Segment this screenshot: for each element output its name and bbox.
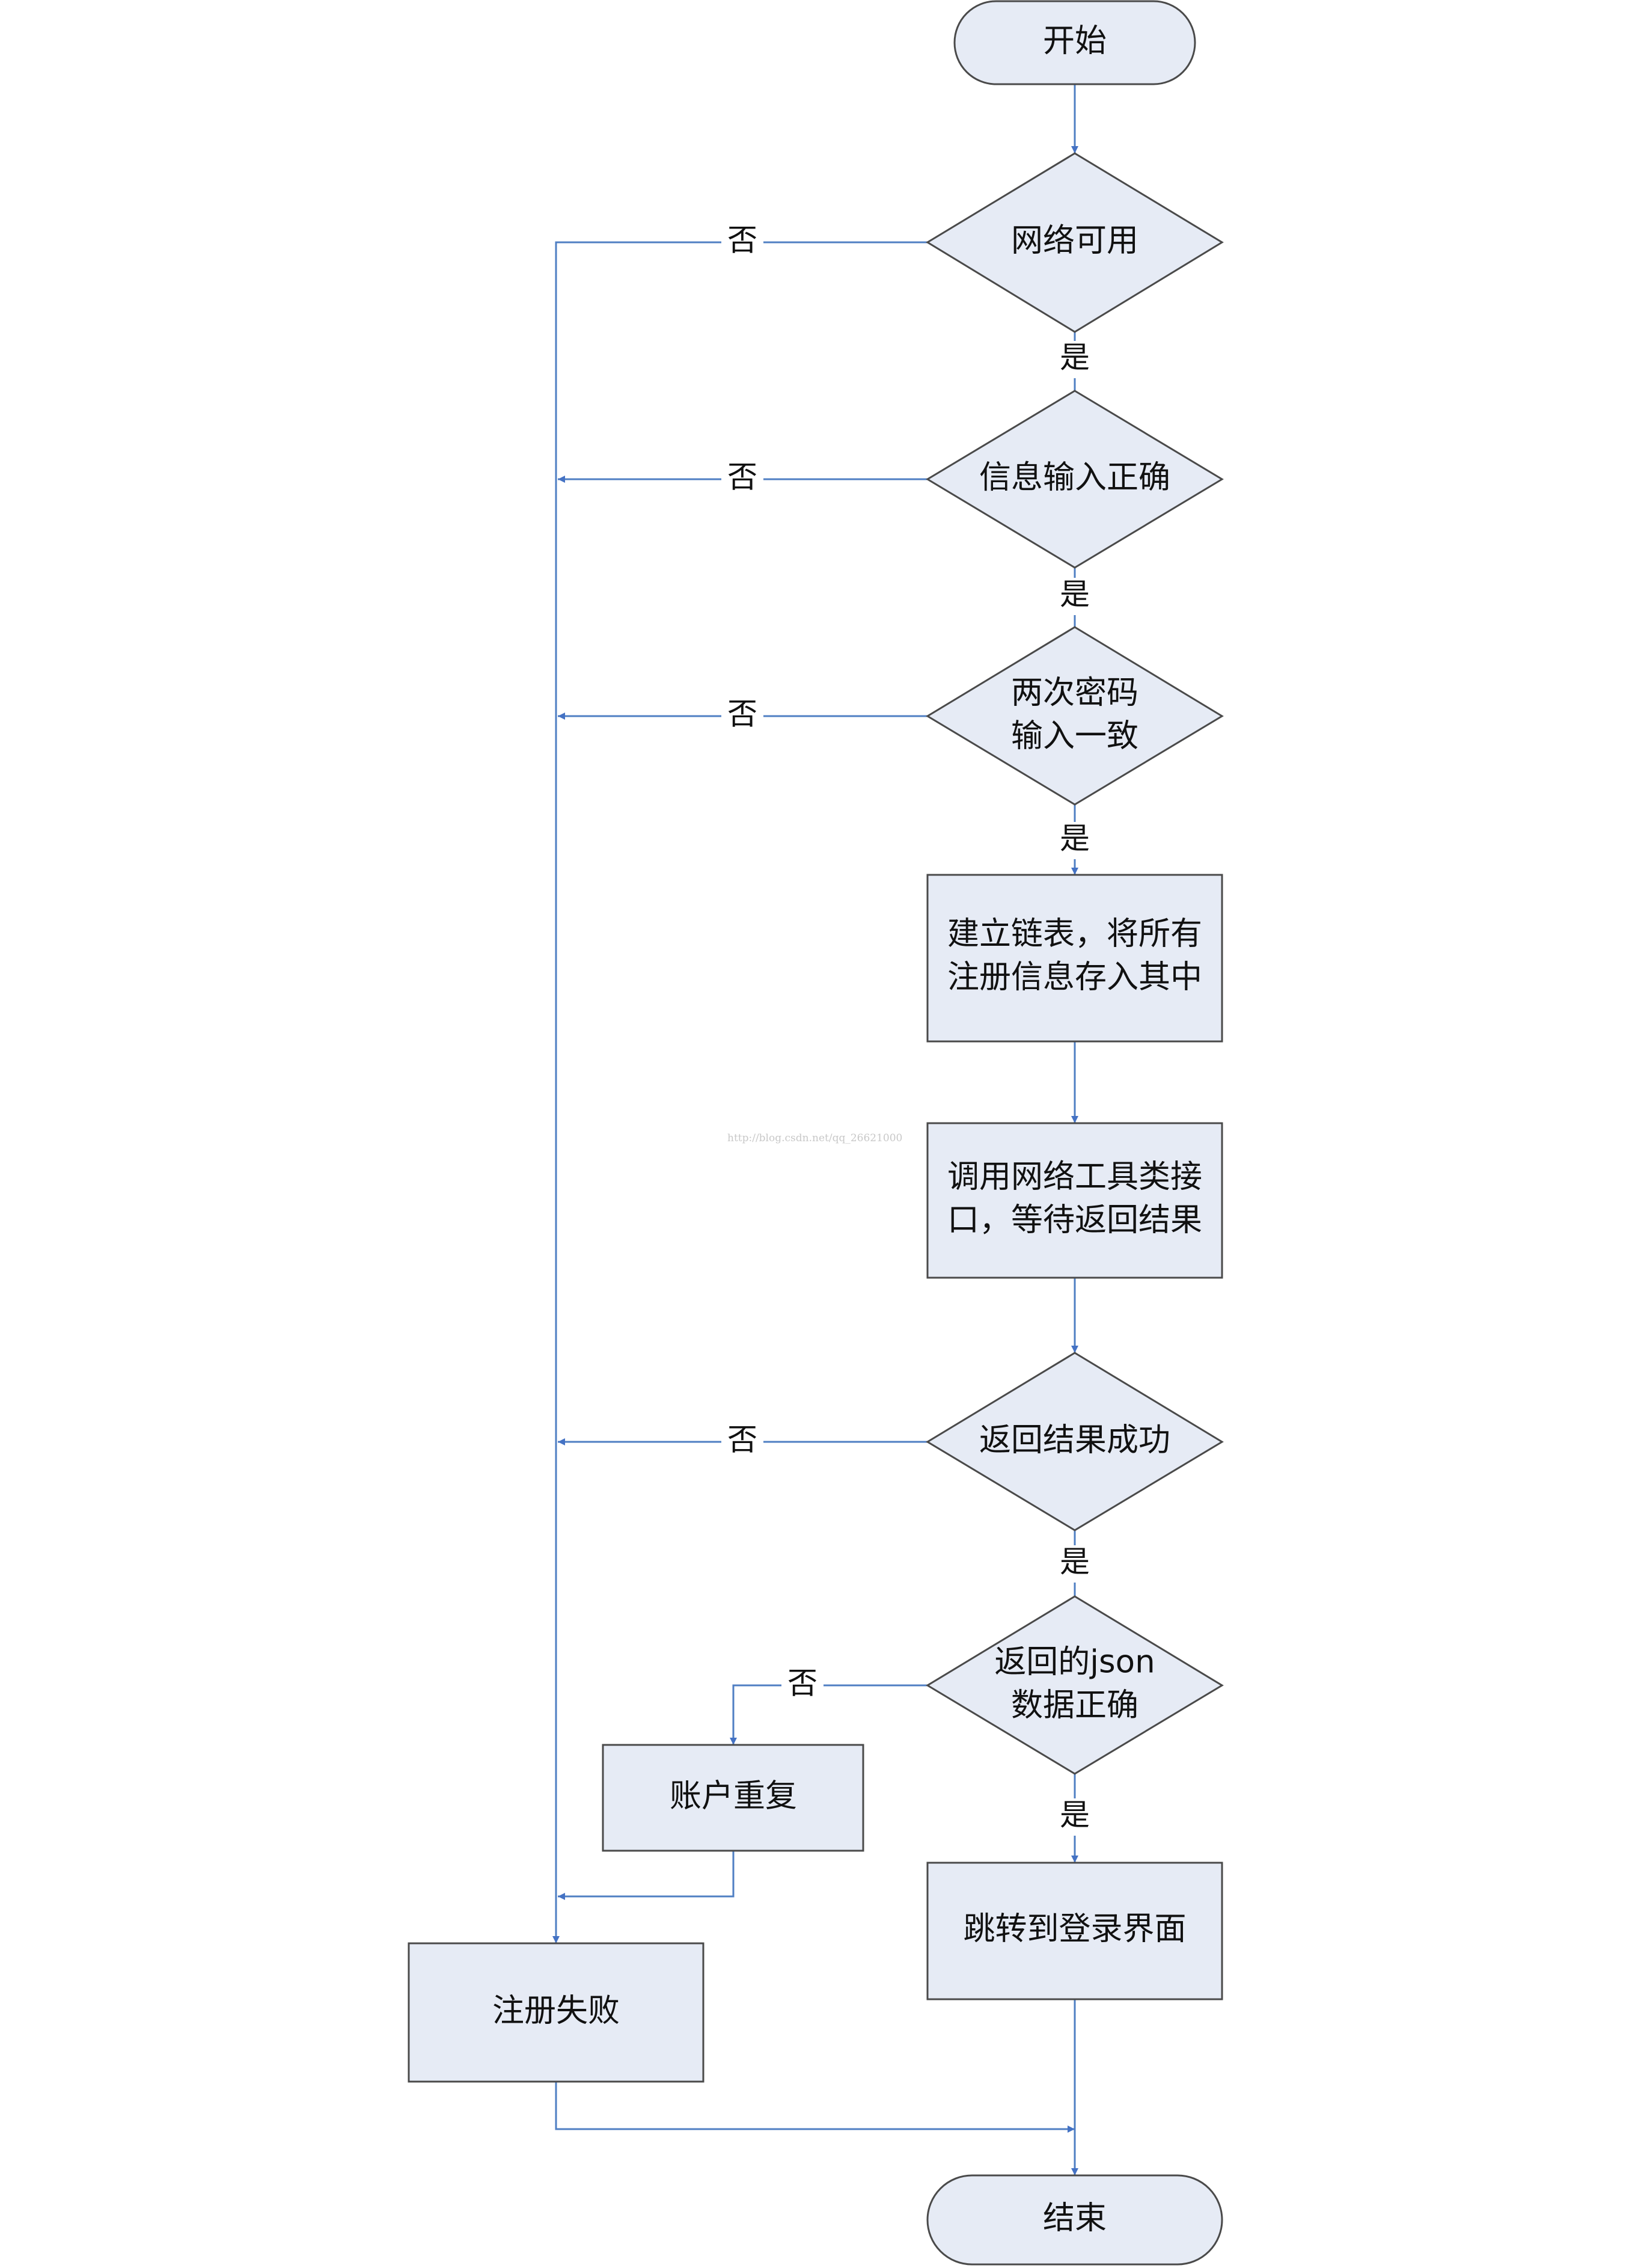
label-network-no: 否 (727, 223, 757, 258)
watermark: http://blog.csdn.net/qq_26621000 (727, 1132, 902, 1144)
decision-network-text: 网络可用 (1011, 222, 1138, 259)
start-text: 开始 (1043, 23, 1107, 60)
label-info-yes: 是 (1060, 577, 1090, 612)
process-register-fail-text: 注册失败 (492, 1993, 620, 2029)
process-call-api: 调用网络工具类接 口，等待返回结果 (926, 1122, 1223, 1279)
process-goto-login-text: 跳转到登录界面 (964, 1911, 1187, 1948)
process-goto-login: 跳转到登录界面 (926, 1862, 1223, 2000)
decision-network: 网络可用 (926, 152, 1224, 333)
decision-password-text-2: 输入一致 (1011, 718, 1138, 755)
decision-info: 信息输入正确 (926, 390, 1224, 569)
process-call-api-text-2: 口，等待返回结果 (947, 1202, 1202, 1239)
process-register-fail: 注册失败 (408, 1942, 704, 2083)
label-json-yes: 是 (1060, 1798, 1090, 1833)
process-build-list-text-1: 建立链表，将所有 (947, 916, 1202, 952)
decision-result-text: 返回结果成功 (979, 1422, 1170, 1459)
arrow-network-no (552, 241, 928, 1943)
label-result-no: 否 (727, 1423, 757, 1457)
process-build-list-text-2: 注册信息存入其中 (947, 959, 1202, 996)
process-account-duplicate: 账户重复 (602, 1744, 864, 1852)
end-node: 结束 (926, 2174, 1223, 2266)
edge-labels: 否 是 否 是 否 是 否 是 否 是 (721, 223, 1096, 1836)
label-network-yes: 是 (1060, 340, 1090, 375)
label-json-no: 否 (787, 1666, 818, 1701)
decision-password: 两次密码 输入一致 (926, 626, 1224, 806)
process-account-duplicate-text: 账户重复 (670, 1778, 797, 1815)
arrow-dup-to-bus (558, 1851, 735, 1900)
label-result-yes: 是 (1060, 1545, 1090, 1580)
decision-result: 返回结果成功 (926, 1352, 1224, 1531)
process-call-api-text-1: 调用网络工具类接 (947, 1159, 1202, 1195)
start-node: 开始 (953, 0, 1196, 85)
decision-json-text-2: 数据正确 (1011, 1687, 1138, 1724)
arrow-json-no (730, 1684, 928, 1745)
label-info-no: 否 (727, 460, 757, 495)
process-build-list: 建立链表，将所有 注册信息存入其中 (926, 874, 1223, 1043)
decision-password-text-1: 两次密码 (1011, 675, 1138, 711)
decision-json-text-1: 返回的json (994, 1644, 1155, 1681)
end-text: 结束 (1043, 2200, 1107, 2237)
arrow-fail-to-end (555, 2082, 1075, 2133)
decision-info-text: 信息输入正确 (979, 459, 1170, 496)
label-password-no: 否 (727, 697, 757, 732)
label-password-yes: 是 (1060, 821, 1090, 856)
decision-json: 返回的json 数据正确 (926, 1595, 1224, 1775)
